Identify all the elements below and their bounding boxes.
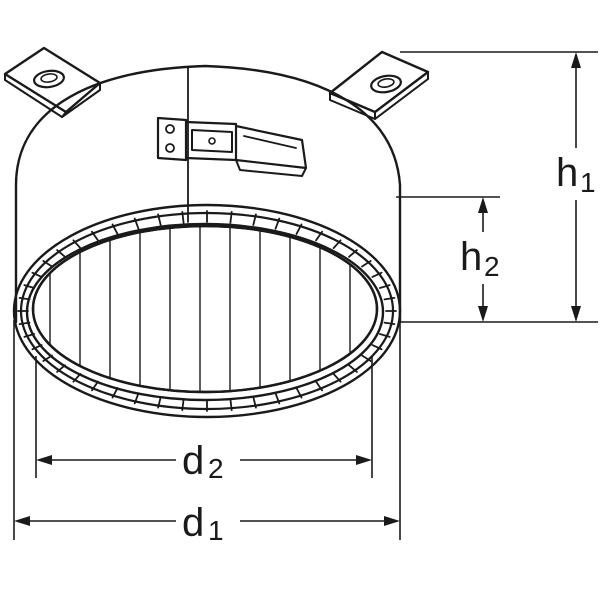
flange-tooth xyxy=(315,380,324,392)
latch-clip xyxy=(156,116,308,177)
d1-letter: d xyxy=(182,501,204,545)
dimension-d2: d 2 xyxy=(36,438,372,484)
flange-tooth xyxy=(383,321,396,326)
flange-tooth xyxy=(361,260,372,268)
flange-tooth xyxy=(332,239,342,250)
flange-tooth xyxy=(42,260,53,268)
flange-tooth xyxy=(111,387,119,399)
flange-tooth xyxy=(252,396,257,409)
flange-tooth xyxy=(332,372,342,383)
flange-tooth xyxy=(157,396,162,409)
h1-index: 1 xyxy=(580,167,596,198)
h2-letter: h xyxy=(460,235,482,279)
flange-tooth xyxy=(348,364,358,373)
reflector-lens xyxy=(31,224,379,394)
flange-tooth xyxy=(315,230,324,242)
flange-tooth xyxy=(72,239,82,250)
flange-tooth xyxy=(378,333,391,338)
dimension-h1: h 1 xyxy=(548,52,600,322)
dimension-h2: h 2 xyxy=(456,197,512,322)
flange-tooth xyxy=(274,392,281,405)
flange-tooth xyxy=(383,296,396,301)
flange-tooth xyxy=(348,249,358,258)
flange-tooth xyxy=(295,387,303,399)
flange-tooth xyxy=(133,392,140,405)
housing-body xyxy=(14,64,402,324)
extension-lines xyxy=(13,51,598,540)
flange-tooth xyxy=(361,354,372,362)
h1-letter: h xyxy=(556,151,578,195)
mounting-ear-right xyxy=(328,50,430,120)
flange-tooth xyxy=(181,398,185,412)
flange-tooth xyxy=(371,344,383,351)
d2-letter: d xyxy=(182,439,204,483)
flange-tooth xyxy=(56,249,66,258)
flange-ring xyxy=(12,203,402,419)
flange-tooth xyxy=(23,284,35,289)
h2-index: 2 xyxy=(484,251,500,282)
flange-tooth xyxy=(133,217,140,230)
flange-tooth xyxy=(181,210,185,224)
flange-tooth xyxy=(252,213,257,226)
d2-index: 2 xyxy=(208,453,224,484)
flange-tooth xyxy=(31,271,43,278)
flange-tooth xyxy=(295,223,303,235)
flange-tooth xyxy=(274,217,281,230)
flange-teeth xyxy=(17,210,397,412)
flange-tooth xyxy=(229,398,233,412)
d1-index: 1 xyxy=(208,515,224,546)
flange-tooth xyxy=(111,223,119,235)
mounting-ear-left xyxy=(3,46,102,118)
flange-tooth xyxy=(91,230,99,242)
flange-tooth xyxy=(157,213,162,226)
flange-tooth xyxy=(378,284,391,289)
flange-tooth xyxy=(229,210,233,224)
dimension-d1: d 1 xyxy=(14,500,400,546)
flange-tooth xyxy=(371,271,383,278)
